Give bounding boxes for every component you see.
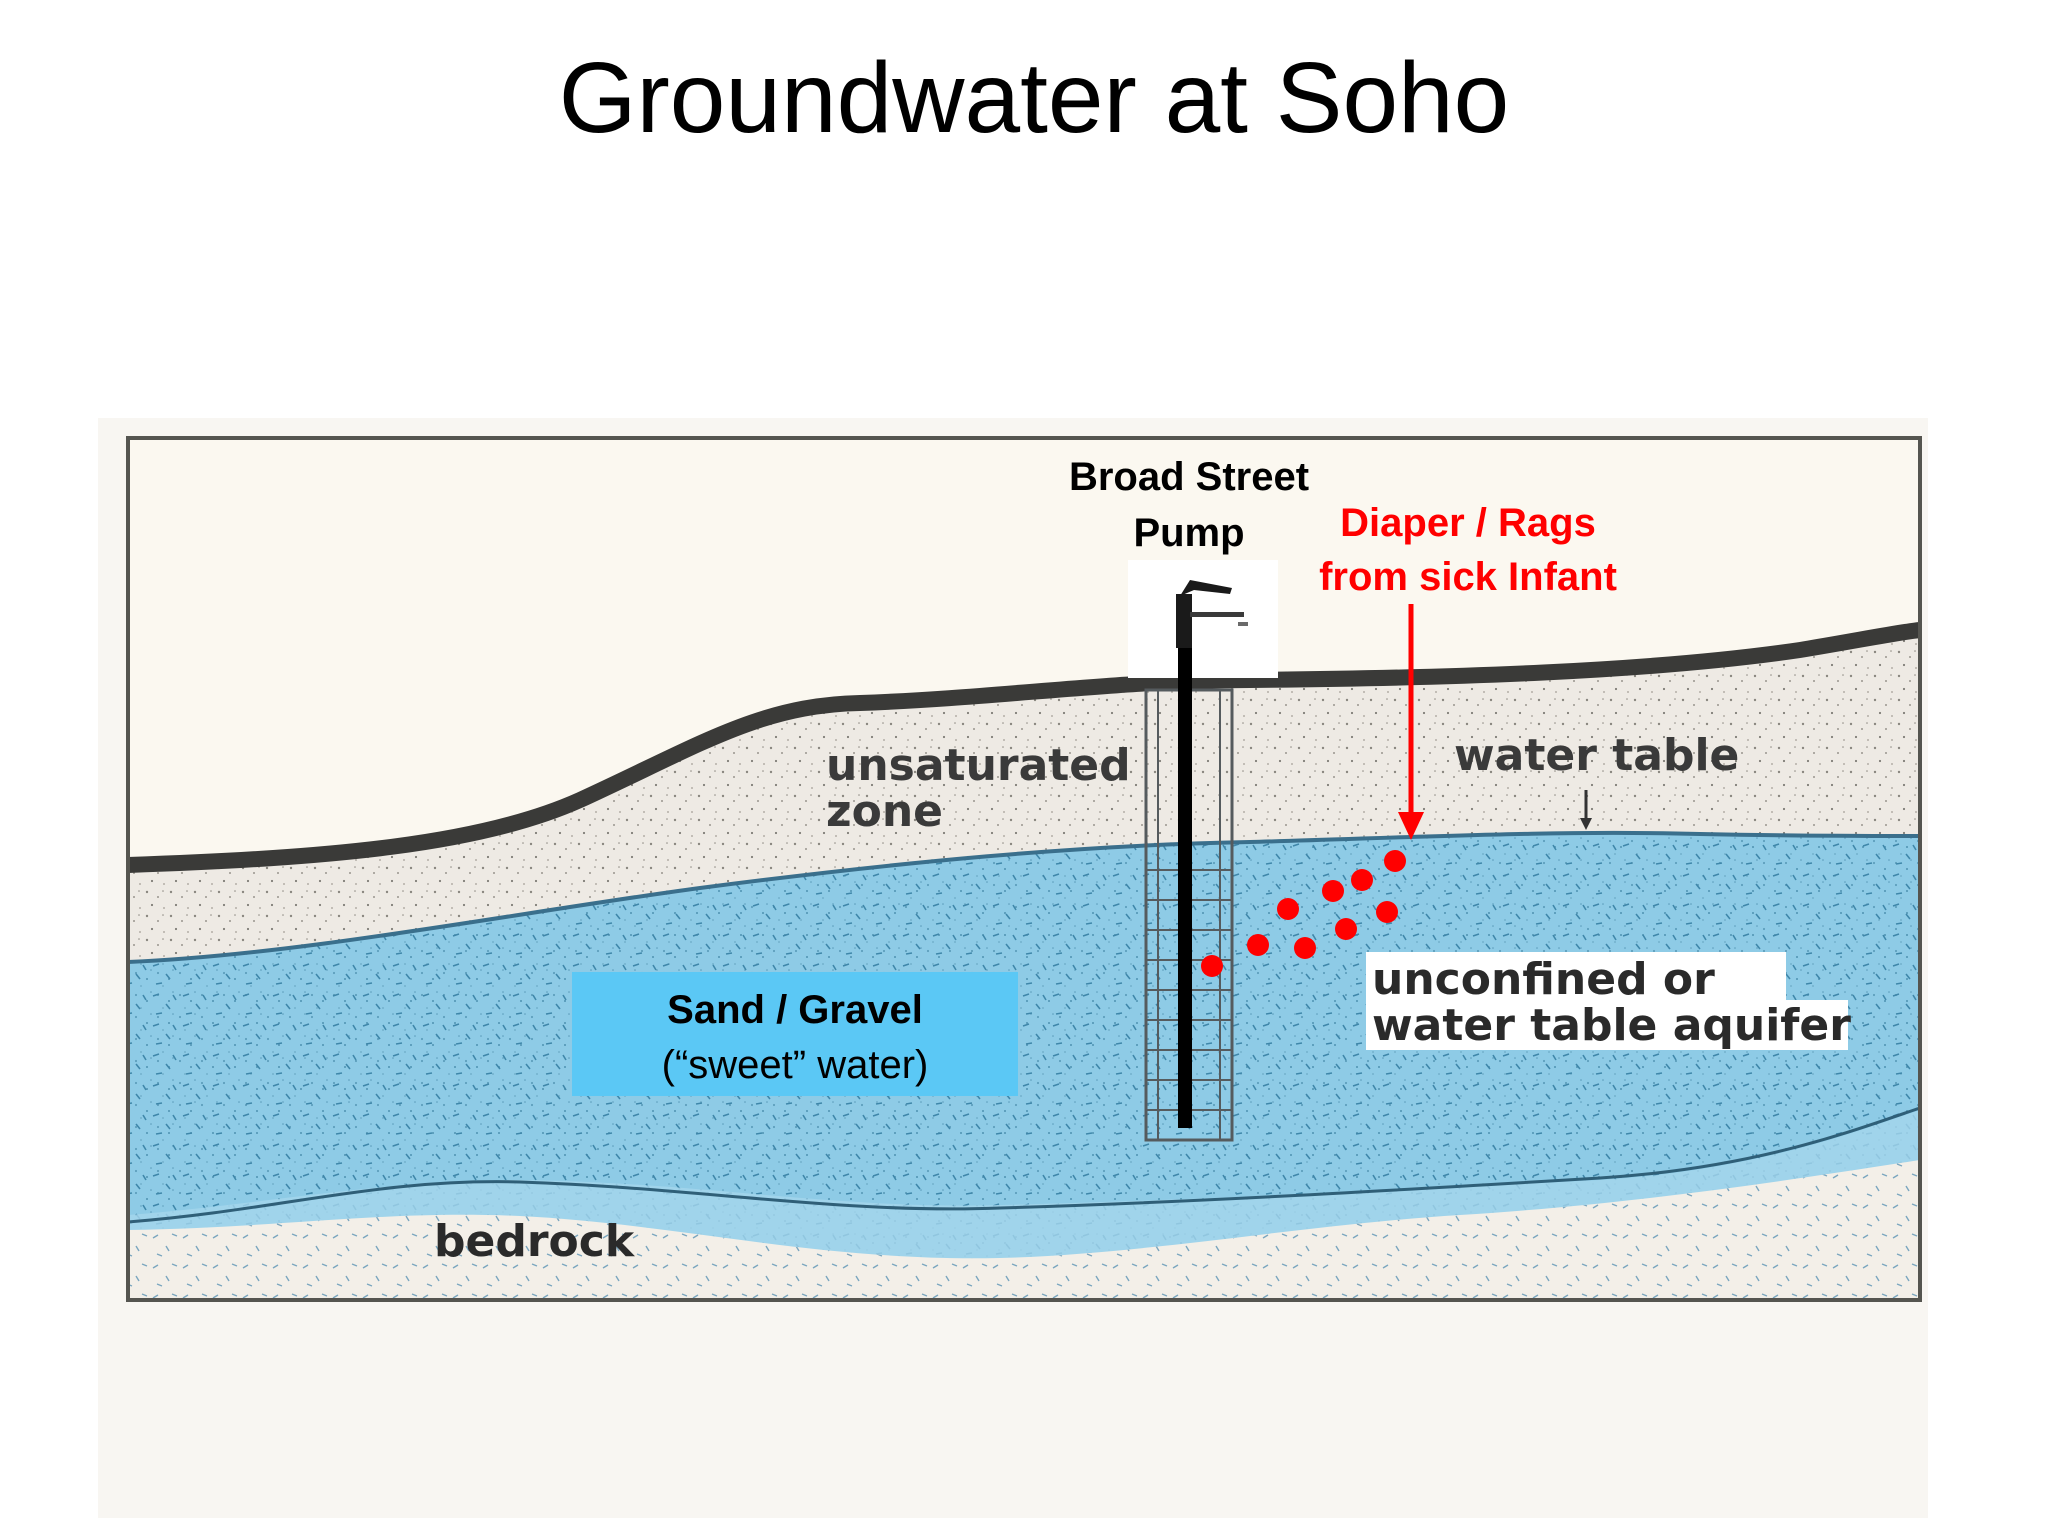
contaminant-dot — [1294, 937, 1316, 959]
contamination-label-line2: from sick Infant — [1319, 555, 1617, 599]
contamination-arrow-head — [1398, 812, 1424, 840]
contaminant-dot — [1384, 850, 1406, 872]
aquifer-label-background-1 — [1366, 952, 1786, 1004]
bedrock-boundary — [127, 1106, 1921, 1224]
pump-label-line2: Pump — [1133, 511, 1244, 555]
contaminant-dot — [1351, 869, 1373, 891]
figure-frame — [126, 436, 1922, 1302]
ground-surface-line — [127, 622, 1921, 873]
pump-head-icon — [1176, 580, 1248, 648]
contaminant-dot — [1322, 880, 1344, 902]
sand-gravel-title: Sand / Gravel — [667, 988, 923, 1032]
bedrock-label: bedrock — [434, 1216, 636, 1267]
unsaturated-zone-label-line2: zone — [826, 786, 943, 837]
water-table-label: water table — [1454, 730, 1739, 781]
pump-background-patch — [1128, 560, 1278, 678]
unsaturated-zone-label-line1: unsaturated — [826, 740, 1131, 791]
water-table-pointer-head — [1580, 818, 1592, 830]
aquifer-label-line1: unconfined or — [1372, 954, 1715, 1005]
sand-gravel-box — [572, 972, 1018, 1096]
slide-title: Groundwater at Soho — [558, 42, 1510, 154]
contaminant-dot — [1376, 901, 1398, 923]
aquifer-label-line2: water table aquifer — [1372, 1000, 1851, 1051]
pump-pipe — [1178, 646, 1192, 1128]
contamination-label-line1: Diaper / Rags — [1340, 501, 1596, 545]
bedrock-texture — [128, 1160, 1920, 1300]
contaminant-dot — [1277, 898, 1299, 920]
water-table-line — [127, 830, 1921, 964]
contaminant-dot — [1335, 918, 1357, 940]
sand-gravel-subtitle: (“sweet” water) — [662, 1043, 929, 1087]
contaminant-dot — [1201, 955, 1223, 977]
pump-label-line1: Broad Street — [1069, 455, 1309, 499]
aquifer-label-background-2 — [1366, 1000, 1848, 1050]
contaminant-dot — [1247, 934, 1269, 956]
contaminant-dots — [1201, 850, 1406, 977]
